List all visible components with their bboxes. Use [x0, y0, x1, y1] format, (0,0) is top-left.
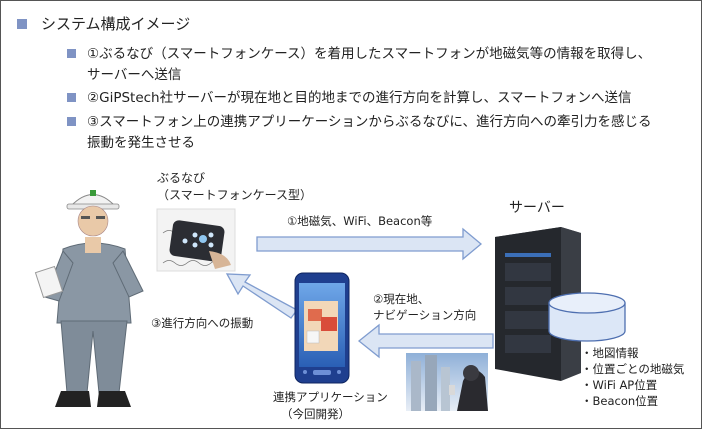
- city-person-photo: [406, 353, 488, 411]
- heading-bullet: [17, 19, 27, 29]
- app-label: 連携アプリケーション: [273, 390, 388, 404]
- sub-bullet-2: [67, 93, 76, 102]
- bullet-1-line-2: サーバーへ送信: [87, 67, 182, 83]
- bullet-1-line-1: ①ぶるなび（スマートフォンケース）を着用したスマートフォンが地磁気等の情報を取得…: [87, 46, 652, 62]
- device-type-label: （スマートフォンケース型）: [157, 188, 313, 202]
- sub-bullet-3: [67, 117, 76, 126]
- arrow-3-label: ③進行方向への振動: [151, 316, 254, 330]
- db-item-map: ・地図情報: [581, 346, 639, 360]
- worker-illustration: [34, 190, 144, 407]
- device-label: ぶるなび: [157, 171, 206, 185]
- smartphone-app-image: [294, 272, 350, 384]
- slide-heading: システム構成イメージ: [41, 15, 191, 33]
- db-item-beacon: ・Beacon位置: [581, 394, 659, 408]
- bullnavi-device-image: [156, 208, 236, 272]
- bullet-2-line-1: ②GiPStech社サーバーが現在地と目的地までの進行方向を計算し、スマートフォ…: [87, 90, 632, 106]
- database-cylinder: [548, 292, 626, 342]
- sub-bullet-1: [67, 49, 76, 58]
- db-item-wifi: ・WiFi AP位置: [581, 378, 658, 392]
- arrow-2-label-line-1: ②現在地、: [373, 292, 430, 306]
- arrow-to-phone: [357, 323, 494, 359]
- bullet-3-line-2: 振動を発生させる: [87, 135, 195, 151]
- bullet-3-line-1: ③スマートフォン上の連携アプリーケーションからぶるなびに、進行方向への牽引力を感…: [87, 114, 652, 130]
- arrow-1-label: ①地磁気、WiFi、Beacon等: [287, 214, 433, 228]
- arrow-to-server: [256, 227, 483, 261]
- app-development-note: （今回開発）: [281, 407, 350, 421]
- db-item-geomagnetic: ・位置ごとの地磁気: [581, 362, 685, 376]
- arrow-to-device: [225, 273, 298, 319]
- arrow-2-label-line-2: ナビゲーション方向: [373, 308, 477, 322]
- server-label: サーバー: [509, 200, 565, 216]
